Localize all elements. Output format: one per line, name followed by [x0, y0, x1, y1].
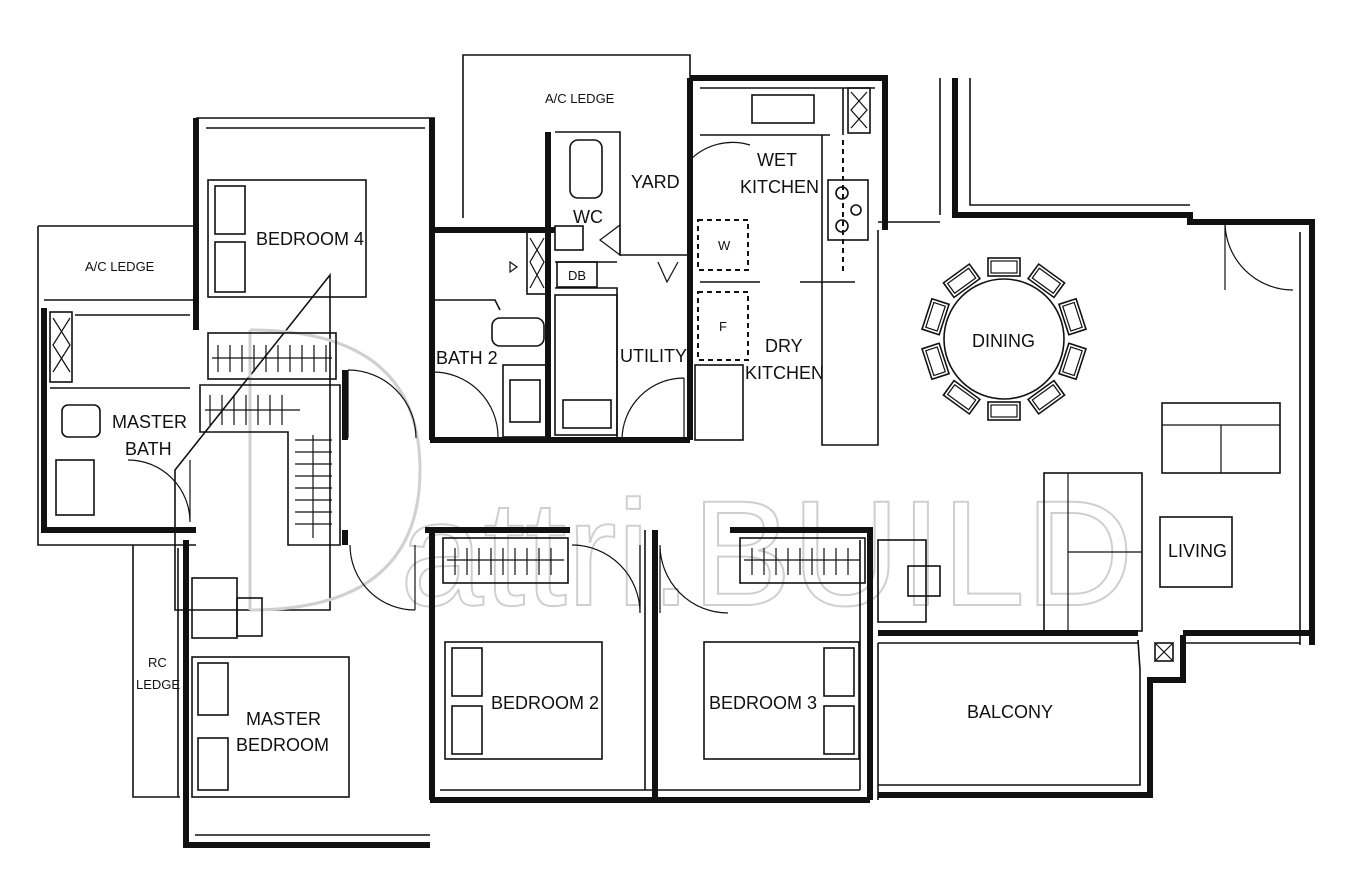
room-labels: A/C LEDGE A/C LEDGE BEDROOM 4 WC YARD WE… [85, 91, 1227, 755]
label-wc: WC [573, 207, 603, 227]
label-bath-2: BATH 2 [436, 348, 498, 368]
label-wet-kitchen-1: WET [757, 150, 797, 170]
dining-chair [921, 297, 951, 336]
label-bedroom-3: BEDROOM 3 [709, 693, 817, 713]
walls [37, 54, 1315, 848]
dining-chair-seat [990, 404, 1018, 418]
label-washer: W [718, 238, 731, 253]
watermark-text: attri.BUILD [400, 469, 1134, 637]
label-balcony: BALCONY [967, 702, 1053, 722]
dining-chair-seat [1061, 346, 1083, 377]
dining-chair [987, 257, 1021, 277]
label-yard: YARD [631, 172, 680, 192]
label-dry-kitchen-2: KITCHEN [745, 363, 824, 383]
dining-chair [1026, 262, 1066, 299]
label-dry-kitchen-1: DRY [765, 336, 803, 356]
dining-chair [942, 379, 982, 416]
dining-chair [942, 262, 982, 299]
label-bedroom-4: BEDROOM 4 [256, 229, 364, 249]
dining-chair [1057, 342, 1087, 381]
dining-chair-seat [990, 260, 1018, 274]
label-db: DB [568, 268, 586, 283]
doors [127, 141, 1294, 614]
label-fridge: F [719, 319, 727, 334]
dining-chair-seat [1061, 301, 1083, 332]
label-master-bedroom-1: MASTER [246, 709, 321, 729]
watermark: attri.BUILD [174, 272, 1135, 638]
dining-chair [1057, 297, 1087, 336]
dining-chair [987, 401, 1021, 421]
dining-chair [921, 342, 951, 381]
dining-chair [1026, 379, 1066, 416]
label-dining: DINING [972, 331, 1035, 351]
label-master-bath-2: BATH [125, 439, 172, 459]
label-rc-ledge-2: LEDGE [136, 677, 180, 692]
dining-chair-seat [946, 383, 977, 411]
label-master-bedroom-2: BEDROOM [236, 735, 329, 755]
fixtures [49, 87, 1281, 798]
label-ac-ledge-left: A/C LEDGE [85, 259, 155, 274]
dining-table-top [943, 278, 1065, 400]
label-bedroom-2: BEDROOM 2 [491, 693, 599, 713]
label-living: LIVING [1168, 541, 1227, 561]
dining-table [921, 257, 1087, 421]
dining-chair-seat [925, 301, 947, 332]
dining-chair-seat [925, 346, 947, 377]
label-wet-kitchen-2: KITCHEN [740, 177, 819, 197]
dining-chair-seat [1031, 383, 1062, 411]
dining-chair-seat [946, 267, 977, 295]
label-master-bath-1: MASTER [112, 412, 187, 432]
label-ac-ledge-top: A/C LEDGE [545, 91, 615, 106]
label-rc-ledge-1: RC [148, 655, 167, 670]
dining-chair-seat [1031, 267, 1062, 295]
label-utility: UTILITY [620, 346, 687, 366]
